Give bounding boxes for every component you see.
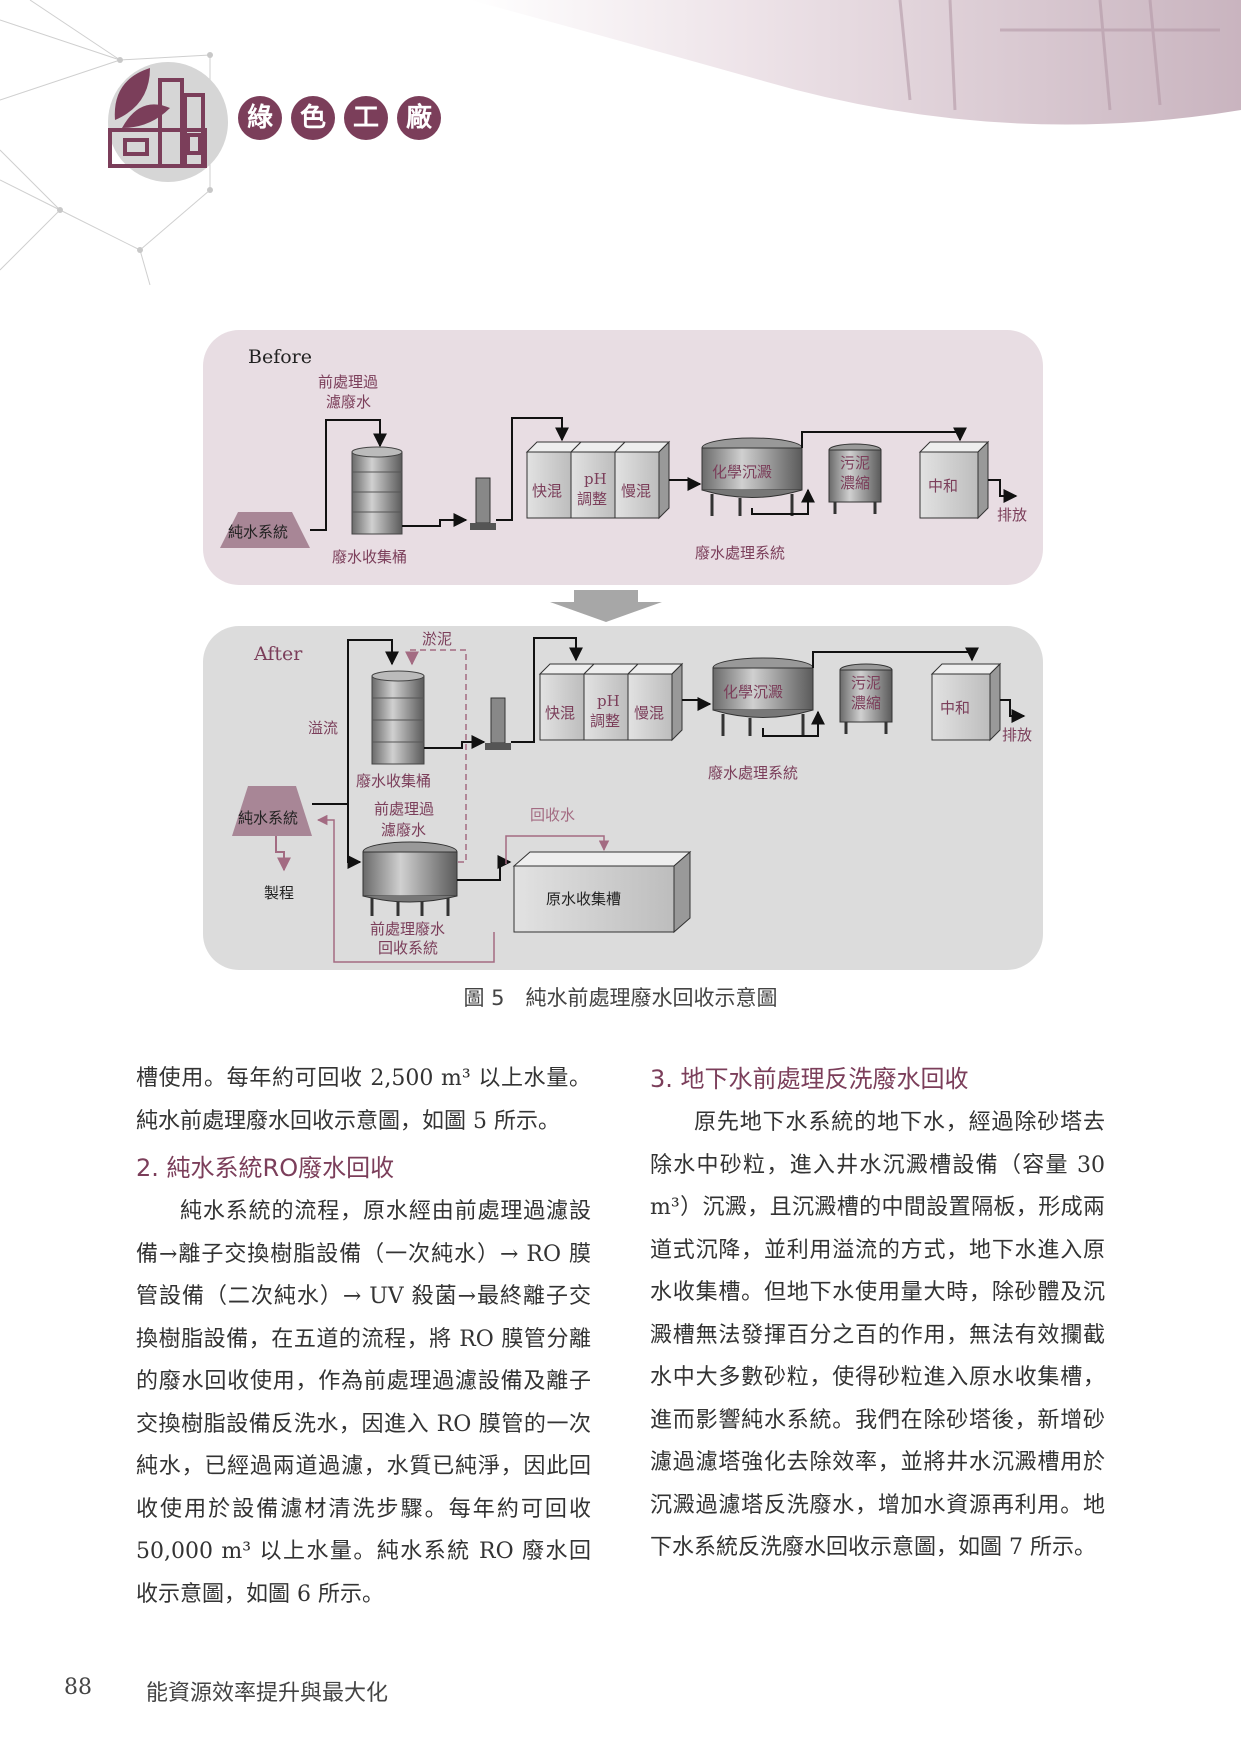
after-pure-water-label: 純水系統 (238, 809, 298, 827)
after-mix-boxes (538, 662, 684, 742)
after-pump-icon (490, 697, 506, 744)
after-pretreat-label-2: 濾廢水 (381, 821, 426, 839)
after-ph-1: pH (597, 692, 620, 710)
page-number: 88 (64, 1675, 92, 1700)
before-title: Before (248, 346, 312, 368)
after-raw-water-tank (512, 850, 692, 934)
before-discharge: 排放 (997, 506, 1027, 524)
after-fast-mix: 快混 (545, 704, 575, 722)
before-pump-icon (475, 477, 491, 524)
after-raw-water-tank-label: 原水收集槽 (546, 890, 621, 908)
header-badge-4: 廠 (397, 96, 441, 140)
before-pretreat-label-2: 濾廢水 (326, 393, 371, 411)
after-chem-settle: 化學沉澱 (723, 683, 783, 701)
after-slow-mix: 慢混 (634, 704, 664, 722)
before-chem-settle: 化學沉澱 (712, 463, 772, 481)
before-sludge-1: 污泥 (840, 454, 870, 472)
before-neutralize: 中和 (928, 477, 958, 495)
transition-arrow-icon (550, 590, 662, 622)
process-diagram: Before 前處理過 濾廢水 純水系統 廢水收集桶 快混 pH 調整 慢混 化… (203, 330, 1043, 970)
after-recovery-label-2: 回收系統 (378, 939, 438, 957)
after-pure-water-system (232, 786, 312, 836)
after-recovery-tank (362, 841, 458, 916)
before-sludge-2: 濃縮 (840, 474, 870, 492)
after-pretreat-label-1: 前處理過 (374, 800, 434, 818)
after-title: After (253, 643, 303, 665)
after-ph-2: 調整 (590, 712, 620, 730)
after-sludge-2: 濃縮 (851, 694, 881, 712)
before-treatment-system: 廢水處理系統 (695, 544, 785, 562)
after-sludge-thickener (839, 663, 893, 734)
before-pure-water-system (220, 512, 310, 548)
after-overflow: 溢流 (308, 719, 338, 737)
after-discharge: 排放 (1002, 726, 1032, 744)
before-ph-1: pH (584, 470, 607, 488)
left-column: 槽使用。每年約可回收 2,500 m³ 以上水量。純水前處理廢水回收示意圖，如圖… (136, 1058, 591, 1616)
before-pretreat-label-1: 前處理過 (318, 373, 378, 391)
before-waste-tank-label: 廢水收集桶 (332, 548, 407, 566)
before-ph-2: 調整 (577, 490, 607, 508)
after-process: 製程 (264, 884, 294, 902)
before-neutralize-box (918, 440, 990, 520)
after-recovery-label-1: 前處理廢水 (370, 920, 445, 938)
section-heading-2: 2. 純水系統RO廢水回收 (136, 1154, 395, 1182)
before-sludge-thickener (828, 443, 882, 514)
header-decoration (0, 0, 1241, 286)
header-badge-2: 色 (291, 96, 335, 140)
after-treatment-system: 廢水處理系統 (708, 764, 798, 782)
before-chem-settle-tank (701, 437, 803, 516)
section-heading-3: 3. 地下水前處理反洗廢水回收 (650, 1065, 969, 1093)
before-mix-boxes (525, 440, 671, 520)
left-paragraph-2: 純水系統的流程，原水經由前處理過濾設備→離子交換樹脂設備（一次純水）→ RO 膜… (136, 1199, 591, 1607)
network-pattern (0, 0, 211, 286)
before-fast-mix: 快混 (532, 482, 562, 500)
before-waste-tank (351, 451, 403, 535)
figure-caption: 圖 5 純水前處理廢水回收示意圖 (463, 986, 778, 1010)
right-paragraph-1: 原先地下水系統的地下水，經過除砂塔去除水中砂粒，進入井水沉澱槽設備（容量 30 … (650, 1110, 1105, 1560)
before-slow-mix: 慢混 (621, 482, 651, 500)
after-chem-settle-tank (712, 657, 814, 736)
right-column: 3. 地下水前處理反洗廢水回收 原先地下水系統的地下水，經過除砂塔去除水中砂粒，… (650, 1058, 1105, 1570)
footer-title: 能資源效率提升與最大化 (146, 1681, 389, 1706)
after-silt: 淤泥 (422, 630, 452, 648)
header-badge-3: 工 (344, 96, 388, 140)
before-pure-water-label: 純水系統 (228, 523, 288, 541)
header-badge-1: 綠 (238, 96, 282, 140)
after-recycled-water: 回收水 (530, 806, 575, 824)
after-sludge-1: 污泥 (851, 674, 881, 692)
left-paragraph-1: 槽使用。每年約可回收 2,500 m³ 以上水量。純水前處理廢水回收示意圖，如圖… (136, 1066, 591, 1134)
after-neutralize-box (930, 662, 1002, 742)
after-neutralize: 中和 (940, 699, 970, 717)
after-waste-tank-label: 廢水收集桶 (356, 772, 431, 790)
